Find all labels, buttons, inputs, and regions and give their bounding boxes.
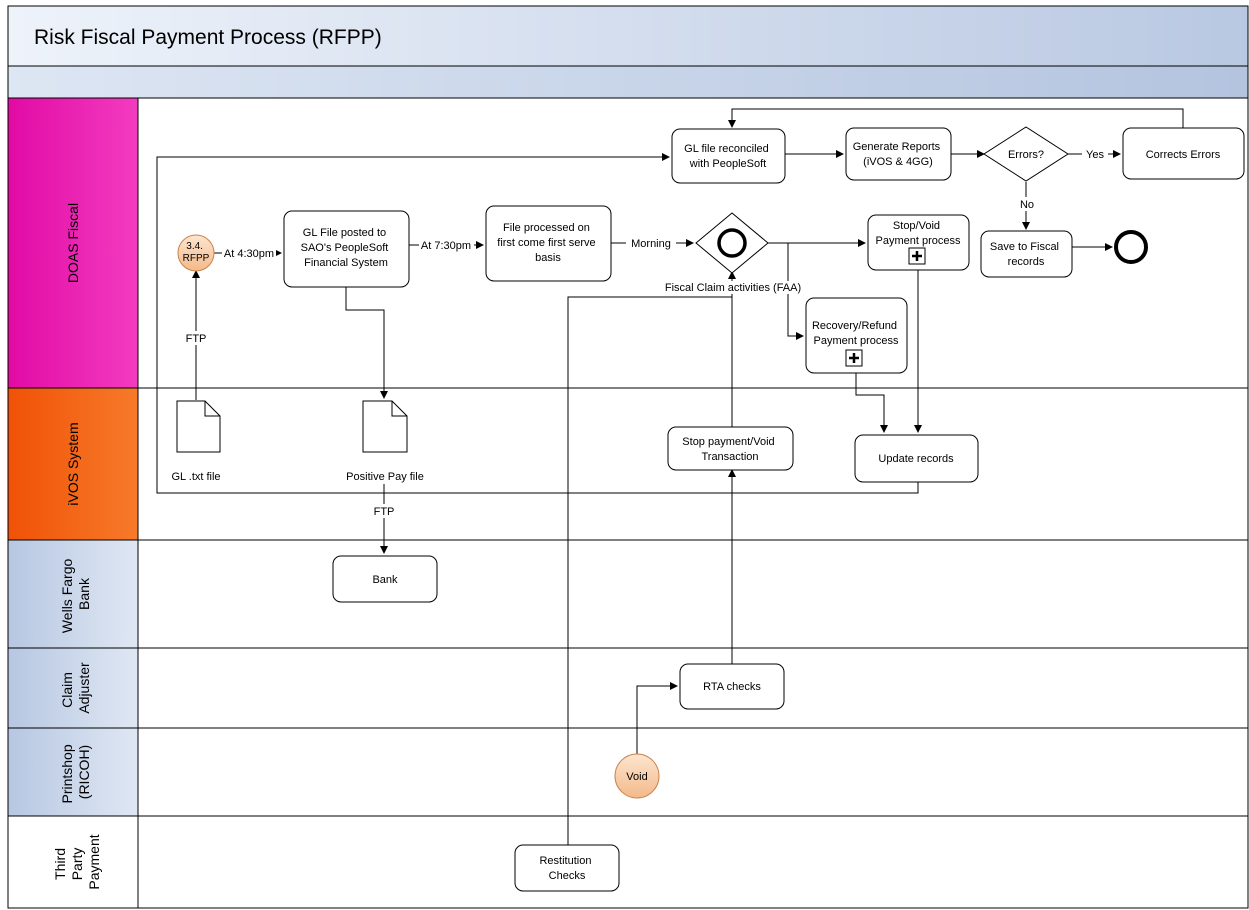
label-ftp-gl: FTP [186, 333, 207, 345]
label-fiscal-claim-activities: Fiscal Claim activities (FAA) [665, 282, 801, 294]
svg-text:Save to Fiscal records: Save to Fiscal records [990, 241, 1062, 268]
svg-text:Positive Pay file: Positive Pay file [346, 471, 424, 483]
lane-label-third-party [7, 815, 139, 909]
start-event-rfpp[interactable]: 3.4. RFPP [177, 234, 215, 272]
task-gl-file-posted[interactable]: GL File posted to SAO's PeopleSoft Finan… [283, 210, 410, 288]
task-rta-checks[interactable]: RTA checks [679, 663, 785, 710]
svg-text:Stop/Void Payment proces: Stop/Void Payment process [876, 220, 961, 247]
task-gl-reconciled[interactable]: GL file reconciled with PeopleSoft [671, 128, 786, 184]
svg-text:Errors?: Errors? [1008, 149, 1044, 161]
lane-title-printshop: Printshop (RICOH) [59, 740, 92, 803]
lane-title-claim-adjuster: Claim Adjuster [59, 662, 92, 714]
svg-text:File processed on first: File processed on first come first serve… [497, 222, 598, 264]
svg-text:Generate Reports (iVOS &: Generate Reports (iVOS & 4GG) [853, 141, 944, 168]
gateway-errors-decision[interactable]: Errors? [983, 126, 1069, 182]
svg-text:Stop payment/Void Transa: Stop payment/Void Transaction [682, 436, 777, 463]
svg-text:Update records: Update records [878, 453, 954, 465]
start-event-void[interactable]: Void [614, 753, 660, 799]
lane-label-printshop [7, 727, 139, 817]
lane-label-claim-adjuster [7, 647, 139, 729]
event-gateway[interactable] [695, 212, 769, 274]
document-gl-txt-file[interactable]: GL .txt file [171, 400, 221, 483]
end-event [1114, 230, 1148, 264]
label-ftp-bank: FTP [374, 506, 395, 518]
svg-text:3.4. RFPP: 3.4. RFPP [183, 241, 210, 264]
svg-text:RTA checks: RTA checks [703, 681, 761, 693]
svg-text:Recovery/Refund Payment: Recovery/Refund Payment process [812, 320, 900, 347]
svg-text:Bank: Bank [372, 574, 398, 586]
label-at-430: At 4:30pm [224, 248, 274, 260]
edge-labels: At 4:30pm At 7:30pm Morning Yes No FTP F… [183, 147, 1108, 518]
task-bank[interactable]: Bank [332, 555, 438, 603]
svg-text:GL .txt file: GL .txt file [171, 471, 220, 483]
label-at-730: At 7:30pm [421, 240, 471, 252]
label-no: No [1020, 199, 1034, 211]
lane-label-wells-fargo [7, 539, 139, 649]
label-yes: Yes [1086, 149, 1104, 161]
task-corrects-errors[interactable]: Corrects Errors [1122, 127, 1245, 180]
swimlane-labels: DOAS Fiscal iVOS System Wells Fargo Bank… [7, 97, 139, 909]
task-update-records[interactable]: Update records [854, 434, 979, 483]
lane-title-ivos-system: iVOS System [65, 422, 81, 505]
subprocess-stop-void-payment[interactable]: Stop/Void Payment process [867, 214, 970, 271]
svg-text:Restitution Checks: Restitution Checks [539, 855, 594, 882]
task-restitution-checks[interactable]: Restitution Checks [514, 844, 620, 892]
swimlane-grid [137, 97, 1249, 909]
lane-title-wells-fargo: Wells Fargo Bank [59, 555, 92, 633]
lane-label-doas-fiscal [7, 97, 139, 389]
lane-title-third-party: Third Party Payment [52, 834, 102, 889]
subprocess-recovery-refund[interactable]: Recovery/Refund Payment process [805, 297, 908, 374]
sub-header-bar [7, 65, 1249, 99]
svg-text:GL File posted to SAO's: GL File posted to SAO's PeopleSoft Finan… [301, 227, 392, 269]
label-morning: Morning [631, 238, 671, 250]
svg-text:GL file reconciled with: GL file reconciled with PeopleSoft [684, 143, 772, 170]
lane-title-doas-fiscal: DOAS Fiscal [65, 203, 81, 283]
svg-text:Corrects Errors: Corrects Errors [1146, 149, 1221, 161]
diagram-title: Risk Fiscal Payment Process (RFPP) [34, 26, 382, 49]
title-bar [7, 5, 1249, 67]
svg-text:Void: Void [626, 771, 647, 783]
task-stop-payment-void[interactable]: Stop payment/Void Transaction [667, 426, 794, 471]
task-generate-reports[interactable]: Generate Reports (iVOS & 4GG) [845, 127, 952, 181]
lane-label-ivos-system [7, 387, 139, 541]
task-save-to-fiscal[interactable]: Save to Fiscal records [980, 230, 1073, 278]
task-file-processed[interactable]: File processed on first come first serve… [485, 205, 612, 282]
document-positive-pay-file[interactable]: Positive Pay file [346, 400, 424, 483]
